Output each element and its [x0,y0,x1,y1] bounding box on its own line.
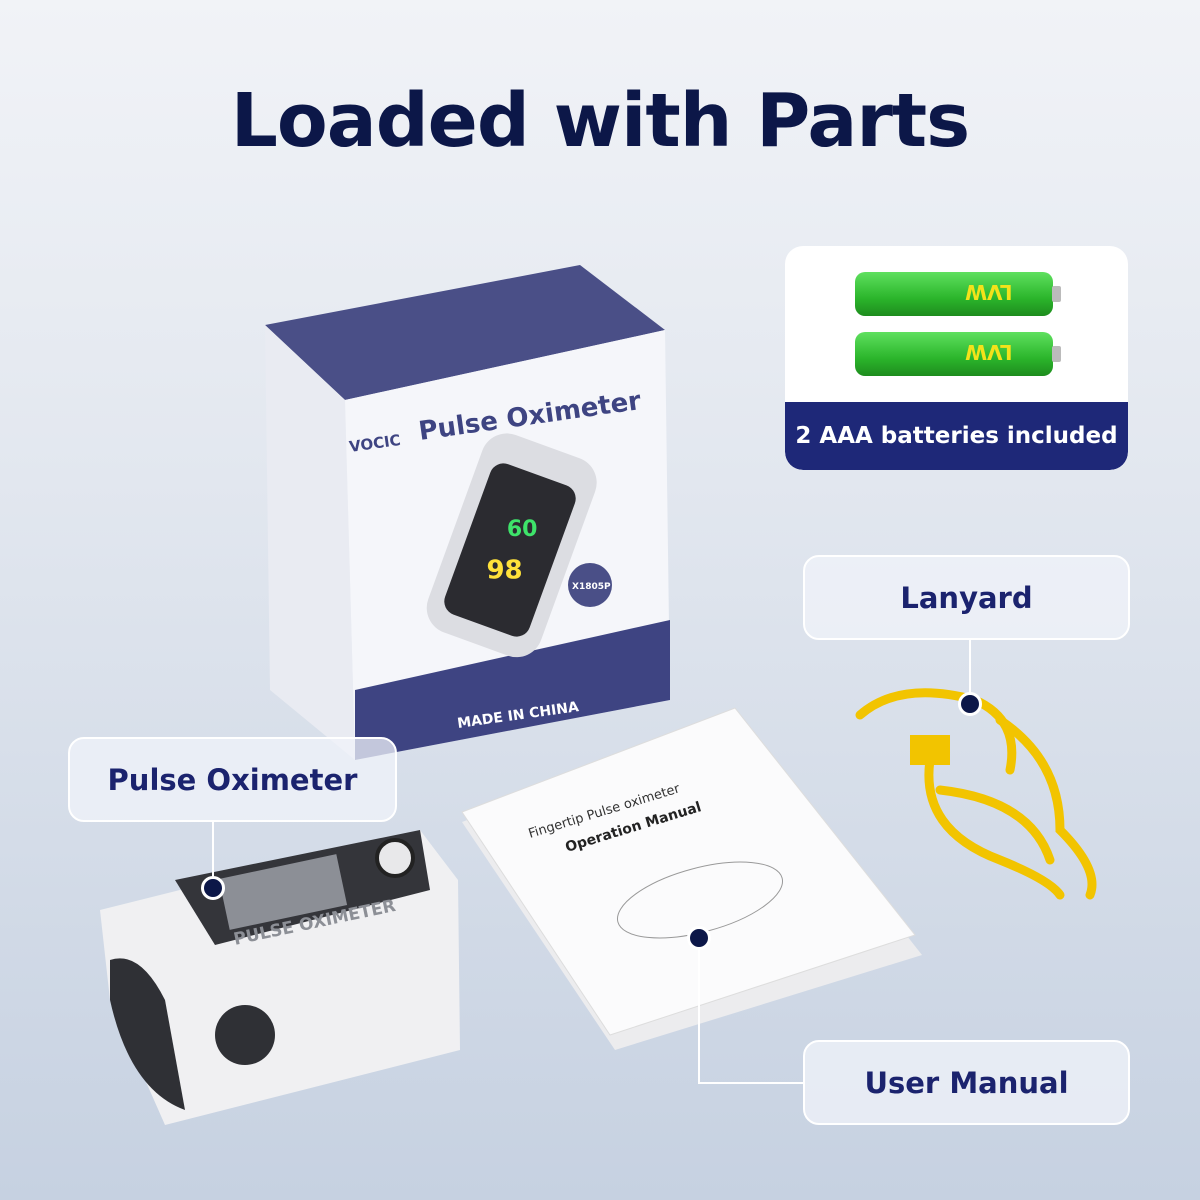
oximeter-connector-line [212,822,214,886]
batteries-card: LVW LVW 2 AAA batteries included [785,246,1128,470]
battery-brand: LVW [965,340,1013,364]
manual-connector-line-horizontal [698,1082,804,1084]
pulse-oximeter-device: PULSE OXIMETER [100,830,460,1125]
lanyard-cord [855,688,1097,900]
lanyard-connector-line [969,640,971,702]
oximeter-marker-dot [201,876,225,900]
product-box: Pulse Oximeter VOCIC MADE IN CHINA X1805… [265,265,670,760]
box-pr: 60 [507,517,538,542]
user-manual-label: User Manual [803,1040,1130,1125]
pulse-oximeter-label: Pulse Oximeter [68,737,397,822]
lanyard-label: Lanyard [803,555,1130,640]
manual-marker-dot [687,926,711,950]
user-manual-booklet: Fingertip Pulse oximeter Operation Manua… [461,707,922,1050]
manual-connector-line-vertical [698,938,700,1084]
box-model: X1805P [572,582,611,592]
box-spo2: 98 [486,555,522,585]
lanyard-marker-dot [958,692,982,716]
battery-brand: LVW [965,280,1013,304]
page-title: Loaded with Parts [230,78,970,164]
battery-image: LVW [855,332,1061,376]
batteries-label: 2 AAA batteries included [785,402,1128,470]
battery-image: LVW [855,272,1061,316]
